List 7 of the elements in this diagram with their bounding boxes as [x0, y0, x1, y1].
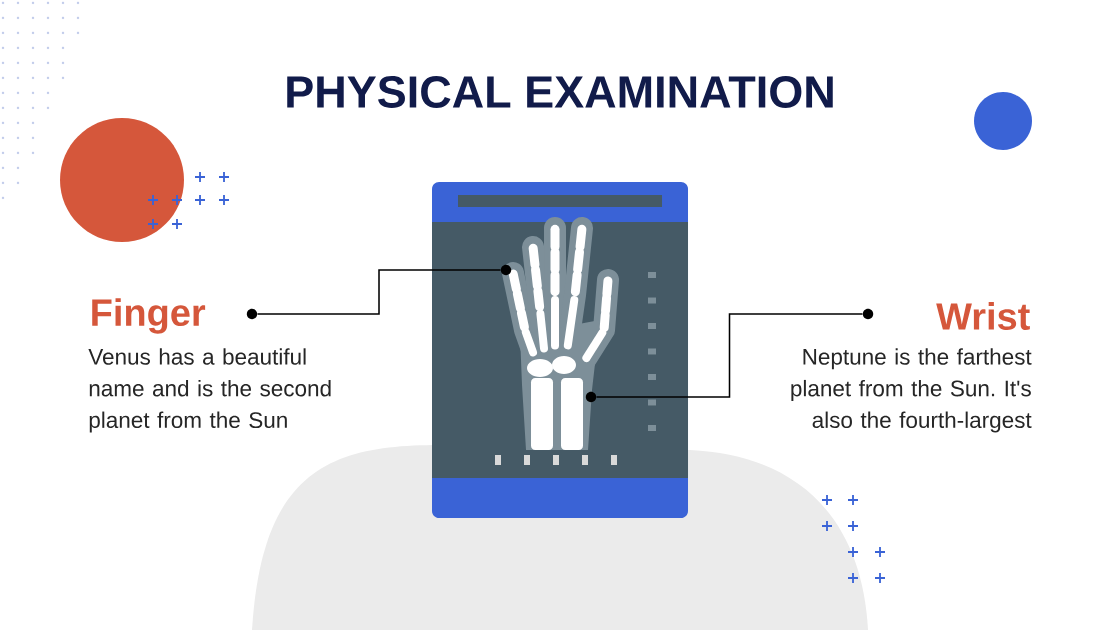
body-text: Venus has a beautiful name and is the second planet from the Sun — [88, 348, 331, 433]
body-text: Neptune is the farthest planet from the Sun. It's also the fourth-largest — [791, 348, 1032, 433]
leader-line — [595, 313, 864, 398]
leader-line — [256, 269, 502, 315]
title: PHYSICAL EXAMINATION — [287, 76, 833, 108]
heading: Wrist — [936, 302, 1030, 330]
heading: Finger — [92, 298, 206, 334]
